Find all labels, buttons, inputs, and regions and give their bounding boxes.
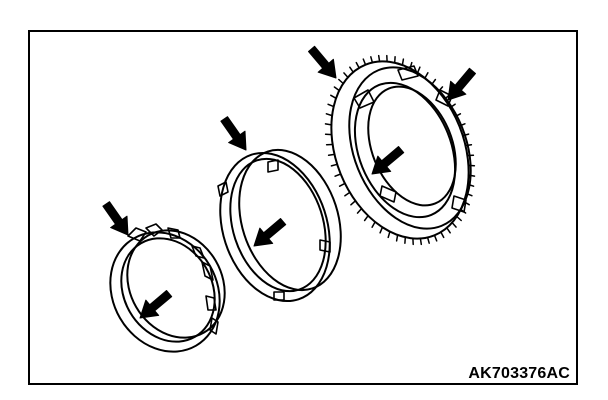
small-synchronizer-ring xyxy=(109,223,226,353)
ring-tooth xyxy=(449,103,456,109)
ring-tooth xyxy=(349,66,354,73)
ring-tooth xyxy=(344,191,351,197)
ring-tooth xyxy=(426,236,430,244)
ring-tooth xyxy=(370,56,374,64)
ring-tooth xyxy=(379,226,384,234)
ring-tooth xyxy=(350,200,357,206)
ring-tooth xyxy=(440,231,445,239)
arrow-icon xyxy=(220,116,247,151)
arrow-icon xyxy=(139,290,173,319)
ring-tooth xyxy=(371,221,376,228)
ring-tooth xyxy=(387,230,391,239)
ring-tooth xyxy=(451,221,457,228)
ring-tooth xyxy=(324,123,333,126)
ring-tooth xyxy=(333,86,340,92)
arrow-icon xyxy=(447,67,476,101)
ring-tooth xyxy=(463,200,470,206)
ring-tooth xyxy=(327,153,336,157)
ring-tooth xyxy=(338,182,346,187)
ring-tooth xyxy=(464,143,473,147)
ring-tooth xyxy=(362,58,367,66)
ring-tooth xyxy=(363,214,369,222)
arrow-icon xyxy=(102,201,129,236)
ring-tooth xyxy=(467,174,476,177)
ring-tooth xyxy=(416,66,421,74)
ring-tooth xyxy=(338,78,344,85)
ring-tooth xyxy=(465,192,473,197)
ring-tooth xyxy=(433,234,438,242)
ring-tooth xyxy=(456,215,462,222)
arrow-icon xyxy=(253,218,287,247)
ring-tooth xyxy=(431,78,437,86)
ring-tooth xyxy=(334,173,342,177)
ring-tooth xyxy=(446,227,451,234)
ring-tooth xyxy=(424,72,429,79)
arrow-icon xyxy=(371,146,405,175)
ring-tooth xyxy=(395,234,399,242)
arrow-icon xyxy=(308,45,337,79)
ring-tooth xyxy=(356,207,363,214)
ring-tooth xyxy=(327,103,335,108)
middle-synchronizer-cone xyxy=(217,148,342,303)
pointer-arrows xyxy=(102,45,476,319)
ring-tooth xyxy=(343,72,349,79)
ring-tooth xyxy=(330,163,338,167)
ring-tooth xyxy=(330,94,337,100)
ring-tooth xyxy=(355,61,360,69)
ring-tooth xyxy=(377,54,381,63)
ring-tooth xyxy=(467,183,475,187)
large-toothed-synchronizer-ring xyxy=(324,54,476,246)
figure-frame xyxy=(28,30,578,385)
ring-tooth xyxy=(419,237,423,246)
ring-tooth xyxy=(401,58,405,66)
ring-tooth xyxy=(462,133,470,137)
ring-tooth xyxy=(458,123,466,127)
ring-tooth xyxy=(325,113,333,117)
figure-code-label: AK703376AC xyxy=(468,365,570,382)
ring-tooth xyxy=(454,113,462,118)
